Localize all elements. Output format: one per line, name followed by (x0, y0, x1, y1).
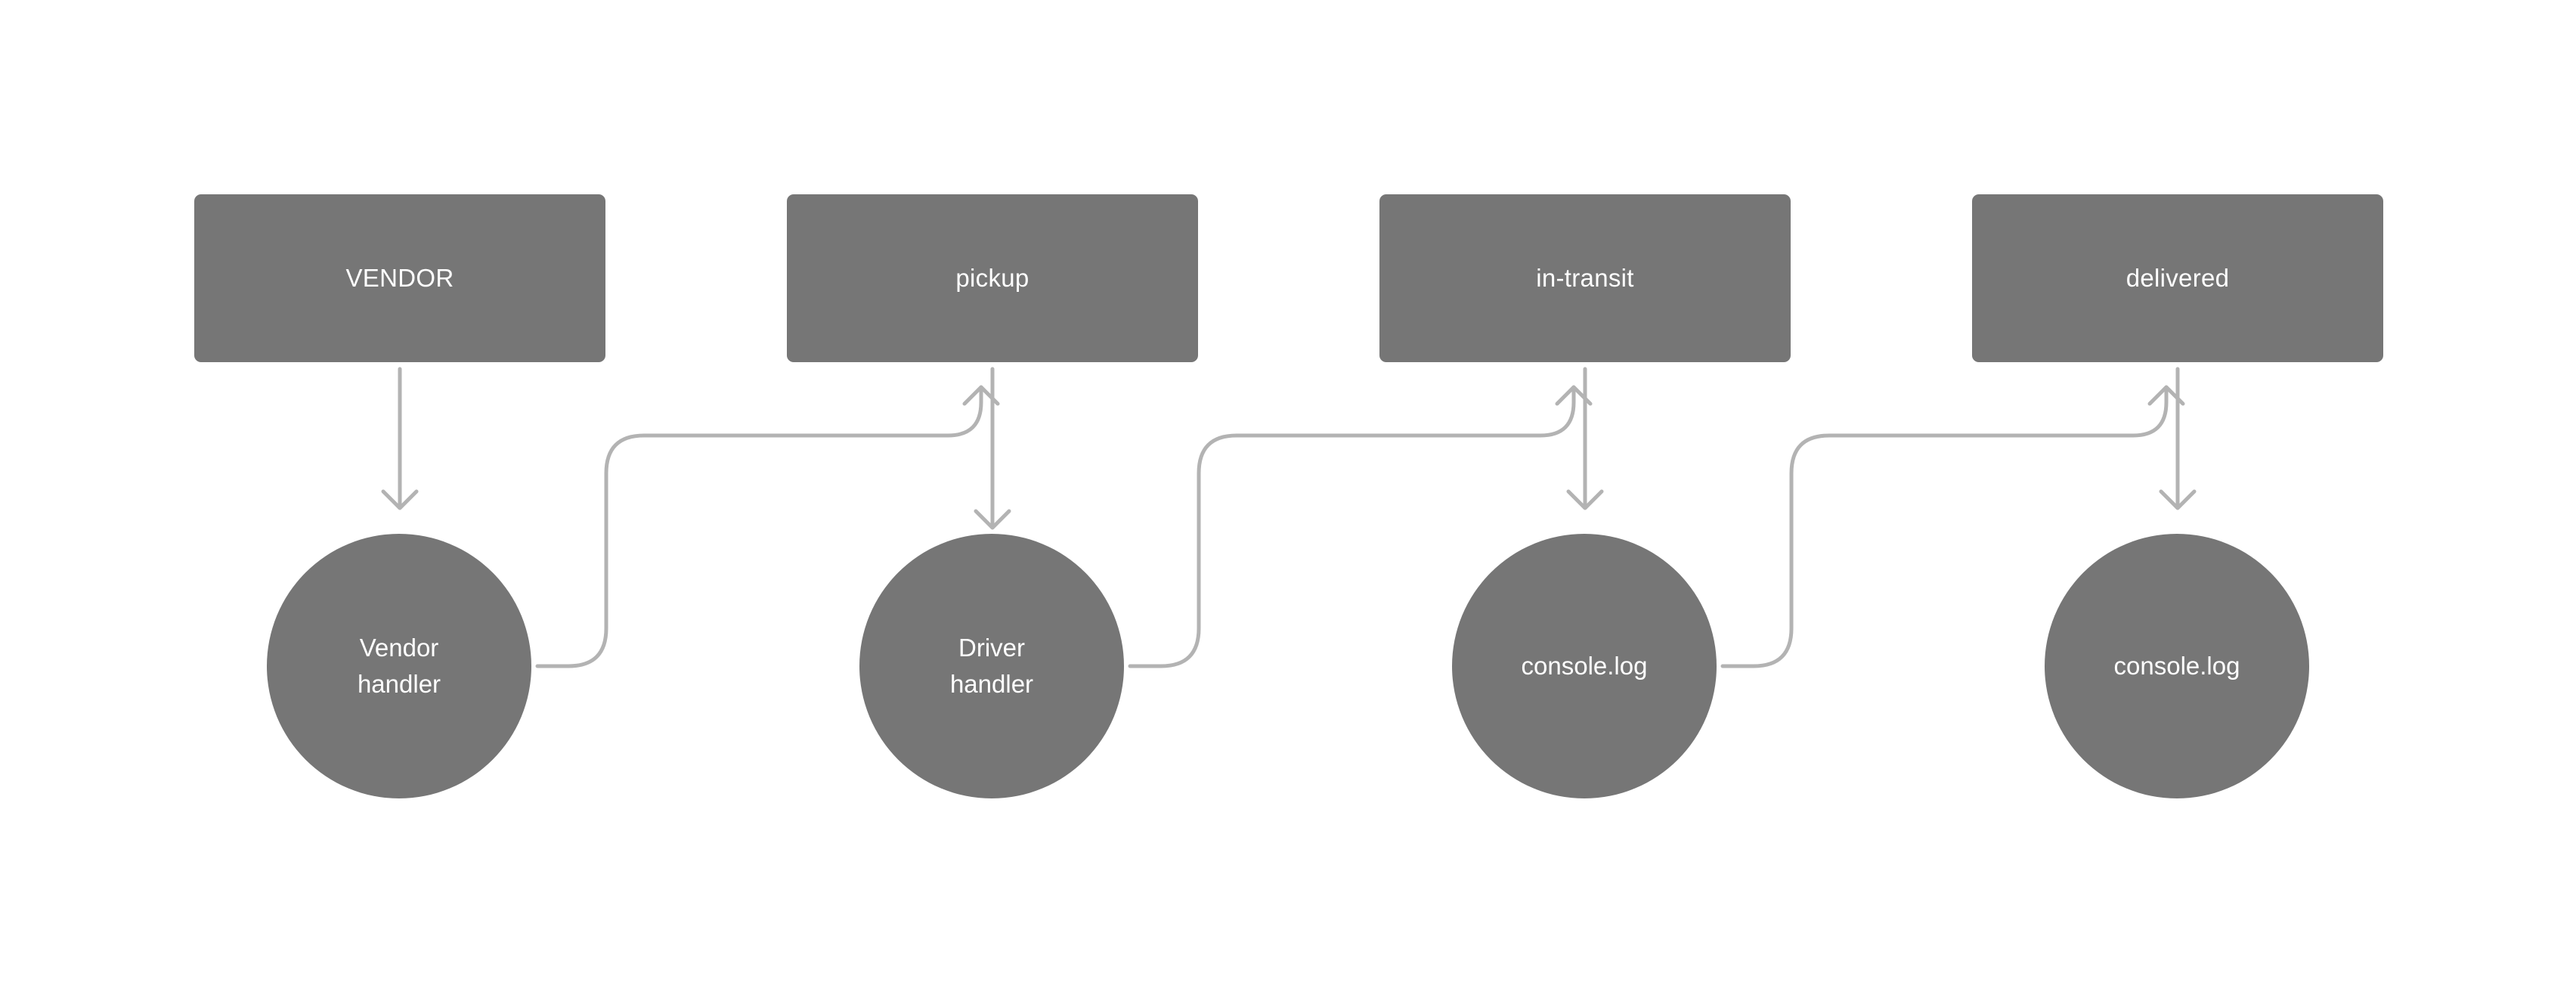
state-box-label: delivered (2126, 264, 2230, 292)
handler-label-line1: console.log (1521, 652, 1648, 680)
handler-node-driver: Driver handler (859, 534, 1124, 798)
state-box-in-transit: in-transit (1379, 194, 1791, 362)
handler-label-line1: Driver (958, 634, 1025, 662)
arrow-pickup-to-driver-handler (974, 367, 1011, 530)
handler-label-line2: handler (357, 670, 441, 698)
handler-node-console-log-in-transit: console.log (1452, 534, 1717, 798)
arrow-in-transit-to-console-log (1566, 367, 1604, 510)
arrow-vendor-to-vendor-handler (381, 367, 419, 510)
state-box-vendor: VENDOR (194, 194, 605, 362)
connector-driver-handler-to-in-transit (1128, 385, 1593, 668)
state-box-label: VENDOR (345, 264, 454, 292)
state-box-pickup: pickup (787, 194, 1198, 362)
handler-label-line1: Vendor (359, 634, 439, 662)
arrow-delivered-to-console-log (2159, 367, 2197, 510)
state-box-delivered: delivered (1972, 194, 2383, 362)
state-box-label: in-transit (1536, 264, 1634, 292)
handler-label-line1: console.log (2113, 652, 2240, 680)
connector-console-log-to-delivered (1720, 385, 2185, 668)
handler-node-console-log-delivered: console.log (2045, 534, 2309, 798)
handler-node-vendor: Vendor handler (267, 534, 531, 798)
handler-label-line2: handler (949, 670, 1034, 698)
connector-vendor-handler-to-pickup (535, 385, 1000, 668)
state-box-label: pickup (955, 264, 1029, 292)
